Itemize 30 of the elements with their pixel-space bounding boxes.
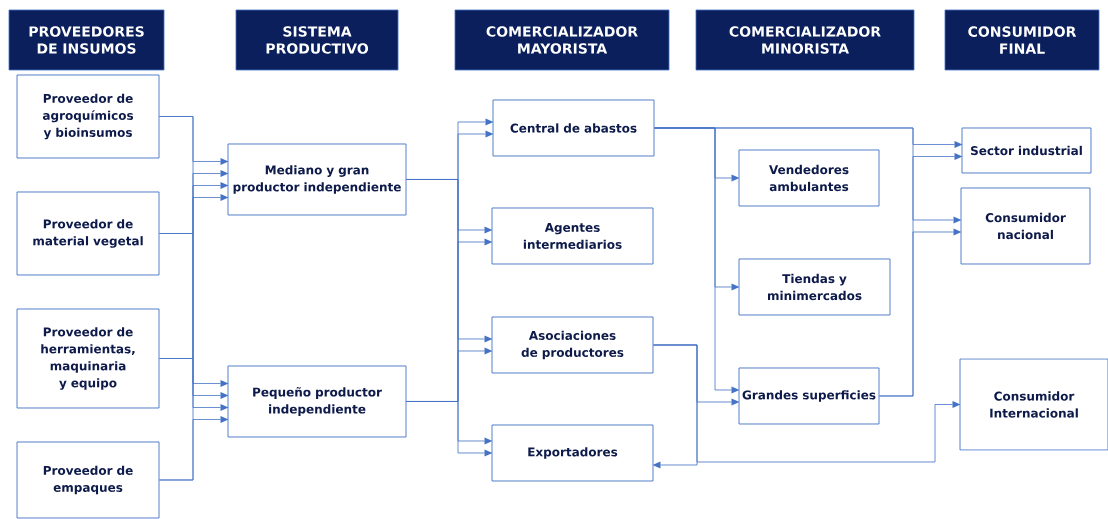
process-box: Central de abastos	[492, 99, 655, 157]
process-box: Proveedor de empaques	[16, 441, 160, 519]
process-box: Consumidor nacional	[960, 187, 1091, 265]
process-box: Proveedor de herramientas, maquinaria y equipo	[16, 308, 160, 409]
arrow	[879, 228, 962, 397]
column-header: SISTEMA PRODUCTIVO	[235, 9, 399, 71]
process-box: Sector industrial	[961, 127, 1092, 174]
process-box: Tiendas y minimercados	[738, 258, 891, 316]
column-header: COMERCIALIZADOR MAYORISTA	[454, 9, 670, 71]
process-box: Pequeño productor independiente	[227, 365, 407, 438]
arrow	[653, 344, 961, 463]
process-box: Consumidor Internacional	[959, 358, 1108, 451]
arrow	[159, 358, 229, 411]
column-header: PROVEEDORES DE INSUMOS	[8, 9, 165, 71]
process-box: Vendedores ambulantes	[738, 149, 880, 207]
process-box: Proveedor de material vegetal	[16, 191, 160, 276]
arrow	[654, 127, 962, 224]
arrow	[406, 401, 493, 457]
arrow	[406, 179, 493, 445]
arrow	[159, 116, 229, 387]
process-box: Agentes intermediarios	[491, 207, 654, 265]
arrow	[159, 416, 229, 481]
process-box: Exportadores	[491, 424, 654, 482]
process-box: Mediano y gran productor independiente	[227, 143, 407, 216]
process-box: Proveedor de agroquímicos y bioinsumos	[16, 74, 160, 159]
column-header: COMERCIALIZADOR MINORISTA	[695, 9, 915, 71]
column-header: CONSUMIDOR FINAL	[944, 9, 1100, 71]
arrow	[159, 233, 229, 399]
process-box: Grandes superficies	[738, 367, 880, 425]
process-box: Asociaciones de productores	[491, 316, 654, 374]
